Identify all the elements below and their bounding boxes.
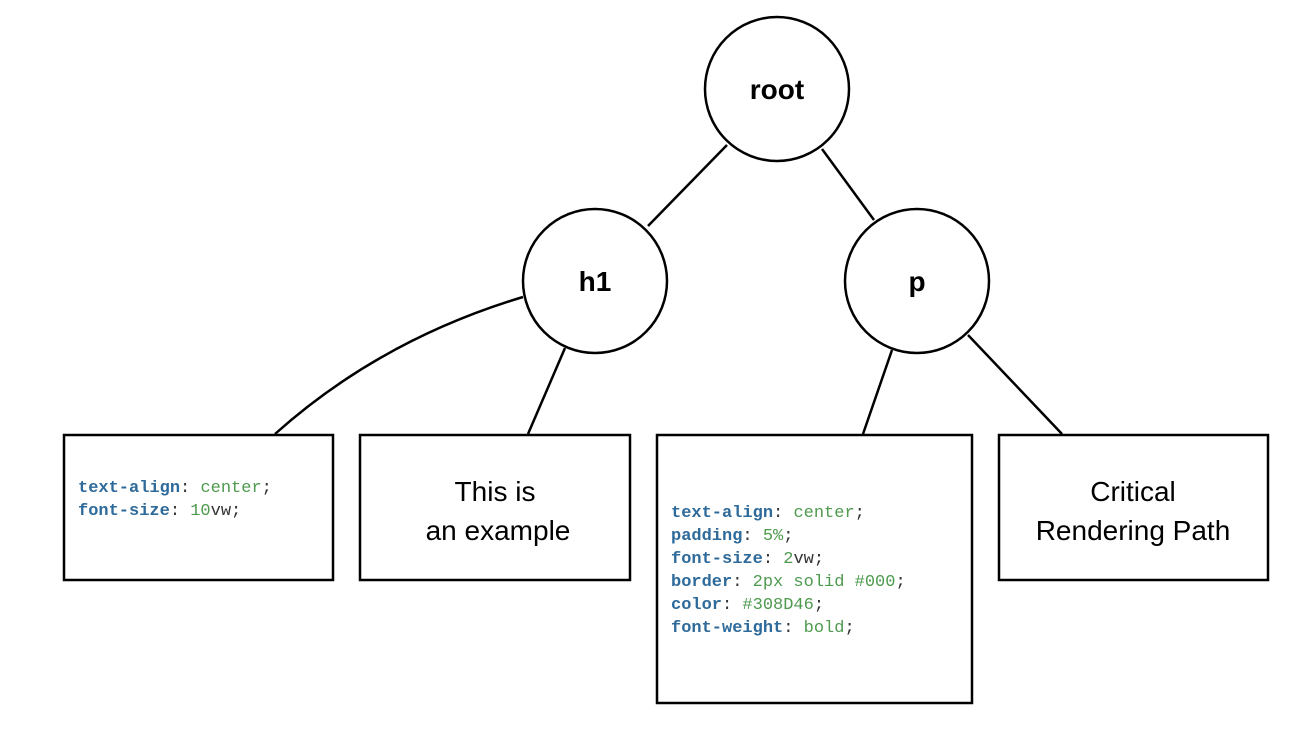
css-declaration: font-size: 2vw; bbox=[671, 550, 824, 569]
css-property: padding bbox=[671, 527, 742, 546]
box-p-text: Critical Rendering Path bbox=[997, 433, 1270, 582]
css-property: text-align bbox=[671, 504, 773, 523]
css-property: border bbox=[671, 573, 732, 592]
edge-p-text bbox=[967, 334, 1063, 435]
css-value: 2px solid #000 bbox=[753, 573, 896, 592]
css-colon: : bbox=[732, 573, 752, 592]
box-p-style: text-align: center;padding: 5%;font-size… bbox=[655, 433, 974, 705]
css-declaration: font-weight: bold; bbox=[671, 619, 855, 638]
css-colon: : bbox=[773, 504, 793, 523]
node-root-label: root bbox=[750, 74, 804, 105]
h1-text-line-2: an example bbox=[426, 515, 571, 546]
p-text-line-2: Rendering Path bbox=[1036, 515, 1231, 546]
node-h1: h1 bbox=[521, 207, 669, 355]
css-colon: : bbox=[170, 502, 190, 521]
css-value: center bbox=[793, 504, 854, 523]
h1-text-line-1: This is bbox=[455, 476, 536, 507]
css-unit-semicolon: ; bbox=[814, 596, 824, 615]
edge-root-h1 bbox=[647, 144, 728, 227]
node-root: root bbox=[703, 15, 851, 163]
css-value: center bbox=[200, 479, 261, 498]
h1-style-code: text-align: center; font-size: 10vw; bbox=[78, 479, 272, 521]
edge-h1-text bbox=[526, 347, 567, 435]
css-colon: : bbox=[763, 550, 783, 569]
css-colon: : bbox=[742, 527, 762, 546]
node-p-label: p bbox=[908, 266, 925, 297]
node-p: p bbox=[843, 207, 991, 355]
css-value: #308D46 bbox=[742, 596, 813, 615]
css-unit-semicolon: ; bbox=[855, 504, 865, 523]
css-unit-semicolon: ; bbox=[783, 527, 793, 546]
edge-p-style bbox=[861, 349, 894, 435]
css-property: font-weight bbox=[671, 619, 783, 638]
node-h1-label: h1 bbox=[579, 266, 612, 297]
css-declaration: text-align: center; bbox=[78, 479, 272, 498]
css-unit-semicolon: ; bbox=[262, 479, 272, 498]
css-unit-semicolon: ; bbox=[844, 619, 854, 638]
box-h1-text: This is an example bbox=[358, 433, 632, 582]
css-unit-semicolon: ; bbox=[895, 573, 905, 592]
css-colon: : bbox=[180, 479, 200, 498]
css-value: 5% bbox=[763, 527, 784, 546]
css-unit-semicolon: vw; bbox=[793, 550, 824, 569]
edge-h1-style bbox=[274, 295, 524, 435]
css-property: font-size bbox=[78, 502, 170, 521]
css-value: 10 bbox=[190, 502, 210, 521]
css-colon: : bbox=[783, 619, 803, 638]
css-property: text-align bbox=[78, 479, 180, 498]
css-declaration: font-size: 10vw; bbox=[78, 502, 241, 521]
box-h1-style: text-align: center; font-size: 10vw; bbox=[62, 433, 335, 582]
css-declaration: padding: 5%; bbox=[671, 527, 793, 546]
css-declaration: text-align: center; bbox=[671, 504, 865, 523]
css-property: font-size bbox=[671, 550, 763, 569]
css-value: bold bbox=[804, 619, 845, 638]
css-declaration: border: 2px solid #000; bbox=[671, 573, 906, 592]
css-colon: : bbox=[722, 596, 742, 615]
css-value: 2 bbox=[783, 550, 793, 569]
css-declaration: color: #308D46; bbox=[671, 596, 824, 615]
p-style-code: text-align: center;padding: 5%;font-size… bbox=[671, 504, 906, 638]
css-unit-semicolon: vw; bbox=[211, 502, 242, 521]
css-property: color bbox=[671, 596, 722, 615]
p-text-line-1: Critical bbox=[1090, 476, 1176, 507]
edge-root-p bbox=[820, 148, 876, 221]
